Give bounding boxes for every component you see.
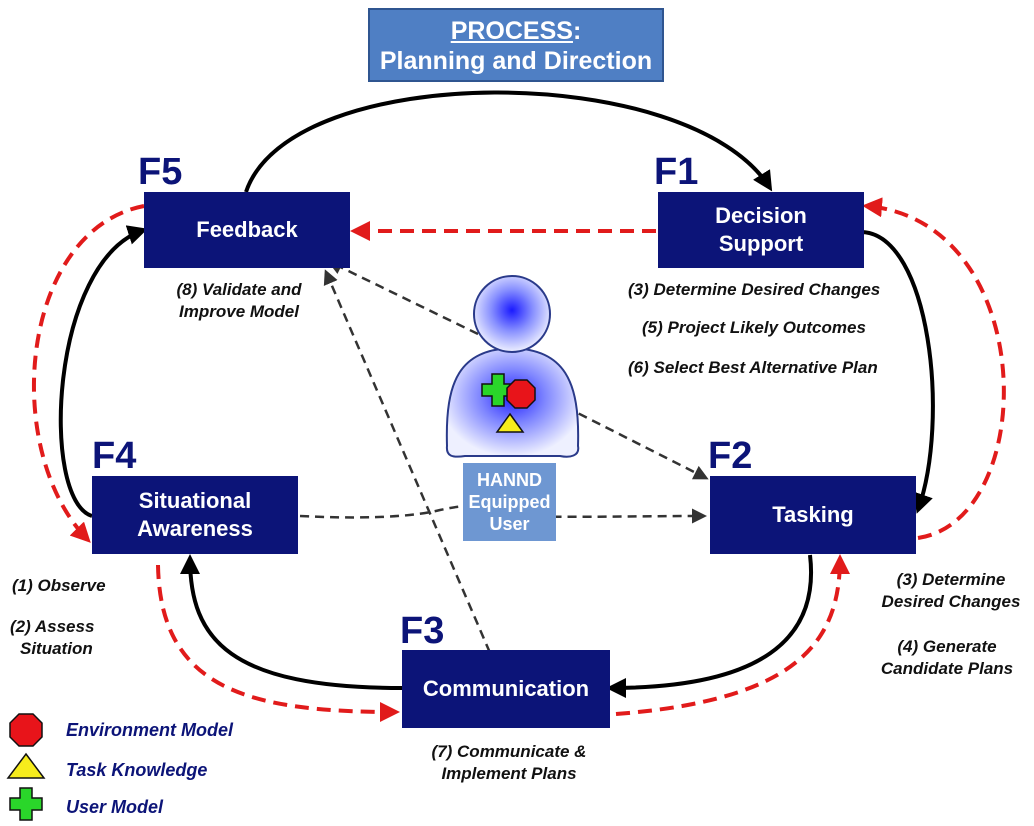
note-f1-step3: (3) Determine Desired Changes (628, 280, 881, 299)
note-f2-step3: (3) Determine Desired Changes (868, 569, 1034, 613)
gray-user-to-f5 (327, 260, 479, 336)
note-f5-step8-line2: Improve Model (179, 302, 299, 321)
note-f2-step4-line2: Candidate Plans (880, 659, 1014, 678)
node-feedback-label: Feedback (196, 217, 298, 242)
f5-code: F5 (138, 151, 183, 193)
user-line2: Equipped (468, 492, 551, 512)
node-situational-awareness-line1: Situational (138, 488, 252, 513)
arrow-f2-to-f3 (606, 554, 814, 698)
red-f3-to-f2 (615, 554, 850, 716)
title-line1: PROCESS (450, 17, 573, 45)
note-f4-step2-line2: Situation (20, 639, 93, 658)
node-feedback[interactable]: Feedback (144, 192, 350, 268)
node-situational-awareness[interactable]: Situational Awareness (92, 476, 298, 554)
title-colon: : (572, 17, 582, 45)
node-tasking[interactable]: Tasking (710, 476, 916, 554)
task-knowledge-icon (495, 412, 525, 433)
note-f4-step2: (2) Assess Situation (10, 616, 94, 660)
node-decision-support-line2: Support (718, 231, 804, 256)
node-situational-awareness-line2: Awareness (137, 516, 253, 541)
note-f3-step7: (7) Communicate & Implement Plans (404, 741, 614, 785)
arrow-f1-to-f2 (861, 230, 935, 514)
note-f1-step6: (6) Select Best Alternative Plan (628, 358, 878, 377)
note-f4-step2-line1: (2) Assess (10, 617, 95, 636)
process-title-box: PROCESS: Planning and Direction (368, 8, 664, 82)
f4-code: F4 (92, 435, 137, 477)
red-f4-to-f3 (156, 564, 400, 722)
environment-model-icon (506, 379, 536, 409)
note-f2-step3-line1: (3) Determine (896, 570, 1006, 589)
node-decision-support-line1: Decision (715, 203, 807, 228)
arrow-f3-to-f4 (180, 554, 403, 690)
legend-triangle-icon (6, 752, 46, 779)
f2-code: F2 (708, 435, 753, 477)
legend-task-knowledge: Task Knowledge (66, 760, 208, 780)
note-f3-step7-line1: (7) Communicate & (431, 742, 587, 761)
arrow-f5-to-f1 (244, 90, 773, 193)
hannd-user-label: HANND Equipped User (463, 463, 556, 541)
f1-code: F1 (654, 151, 699, 193)
node-tasking-label: Tasking (772, 502, 854, 527)
note-f2-step4-line1: (4) Generate (897, 637, 997, 656)
note-f5-step8: (8) Validate and Improve Model (164, 279, 314, 323)
legend-user-model: User Model (66, 797, 164, 817)
note-f5-step8-line1: (8) Validate and (176, 280, 302, 299)
note-f3-step7-line2: Implement Plans (441, 764, 577, 783)
legend-environment-model: Environment Model (66, 720, 234, 740)
note-f4-step1: (1) Observe (12, 576, 106, 595)
user-line1: HANND (477, 470, 542, 490)
red-f2-to-f1 (862, 197, 1006, 540)
node-communication[interactable]: Communication (402, 650, 610, 728)
gray-f5-f3-double (323, 269, 503, 679)
gray-user-to-f2 (551, 398, 709, 480)
arrow-f4-to-f5 (58, 225, 148, 518)
title-line2: Planning and Direction (379, 47, 653, 75)
note-f2-step4: (4) Generate Candidate Plans (862, 636, 1032, 680)
f3-code: F3 (400, 610, 445, 652)
red-f5-to-f4 (31, 204, 145, 543)
user-line3: User (489, 514, 530, 534)
legend-octagon-icon (9, 713, 43, 747)
node-decision-support[interactable]: Decision Support (658, 192, 864, 268)
note-f1-step5: (5) Project Likely Outcomes (642, 318, 866, 337)
user-figure (445, 275, 580, 458)
node-communication-label: Communication (422, 676, 590, 701)
note-f2-step3-line2: Desired Changes (881, 592, 1021, 611)
legend-cross-icon (9, 787, 43, 821)
